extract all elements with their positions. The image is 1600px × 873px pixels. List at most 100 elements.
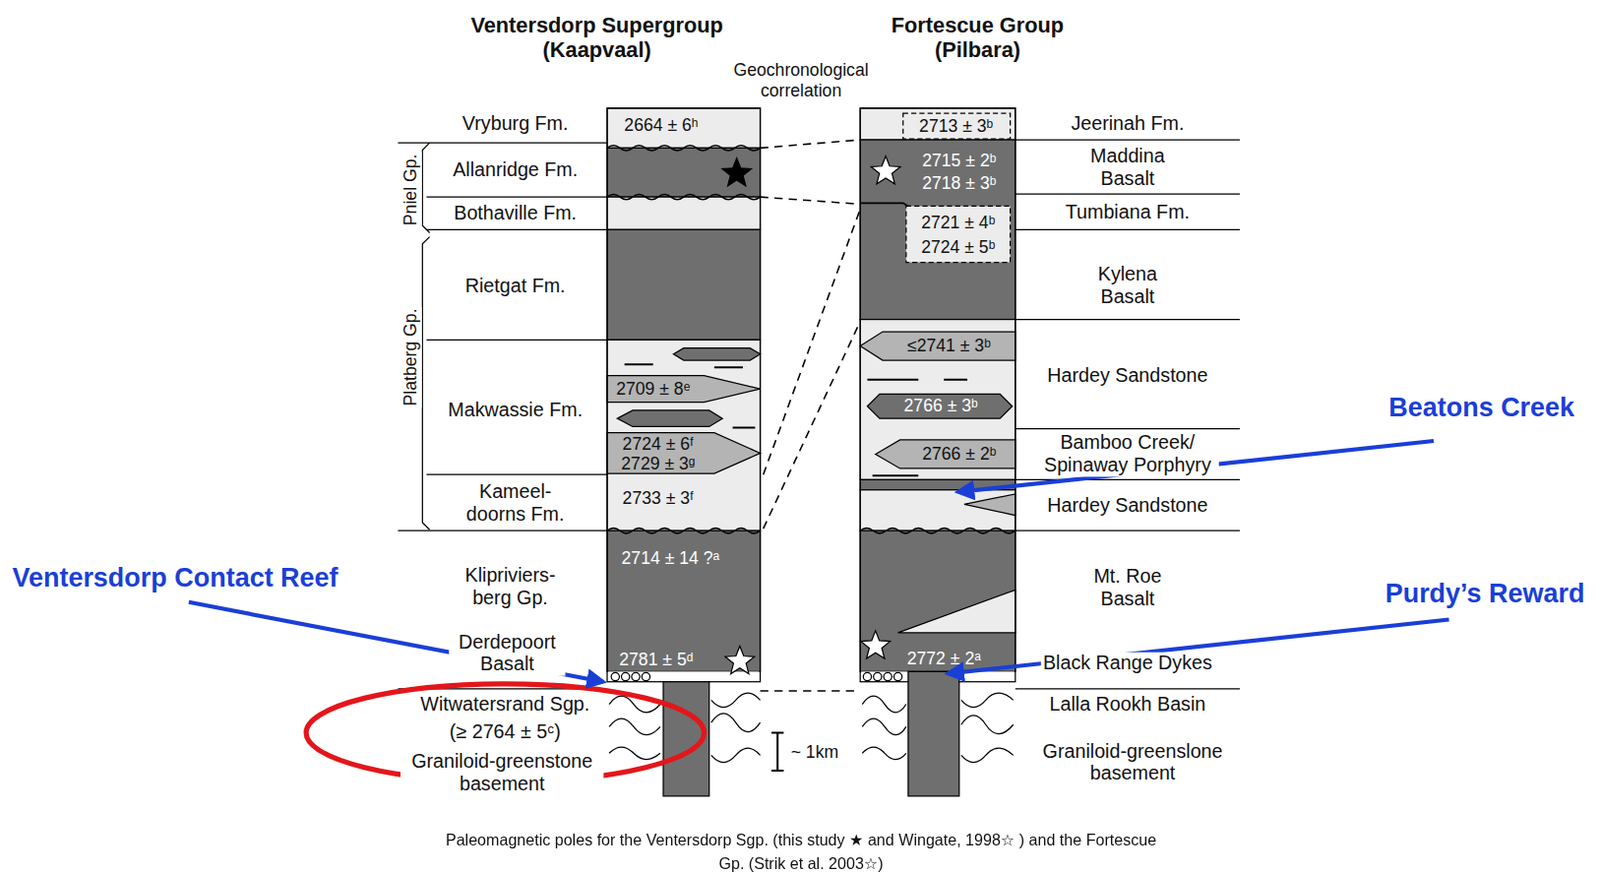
formation-name: Kameel- doorns Fm.	[459, 481, 571, 526]
ventersdorp-column	[608, 671, 759, 681]
fortescue-column	[893, 672, 902, 680]
column-heading: Ventersdorp Supergroup (Kaapvaal)	[448, 12, 745, 62]
paleomagnetic-star	[725, 645, 755, 674]
formation-name: Derdepoort Basalt	[448, 630, 565, 676]
fortescue-column	[866, 393, 1012, 419]
ventersdorp-column	[616, 410, 723, 428]
formation-name: Kylena Basalt	[1079, 263, 1175, 308]
fortescue-column	[860, 528, 1016, 534]
ventersdorp-column	[607, 108, 761, 148]
fortescue-column	[898, 589, 1016, 633]
formation-divider	[1015, 192, 1240, 194]
formation-divider	[1015, 530, 1240, 532]
scale-bar	[771, 733, 784, 771]
fortescue-column	[860, 530, 1016, 672]
formation-name: Tumbiana Fm.	[1063, 200, 1192, 224]
formation-name: Bothaville Fm.	[451, 201, 579, 225]
ventersdorp-column	[607, 147, 761, 197]
age-label: 2724 ± 6ᶠ	[622, 434, 695, 453]
formation-divider	[426, 339, 608, 341]
age-label: 2715 ± 2ᵇ	[922, 151, 996, 170]
formation-name: Graniloid-greenslone basement	[1028, 739, 1237, 785]
formation-name: Hardey Sandstone	[1045, 493, 1210, 517]
fortescue-column	[964, 493, 1016, 516]
age-label: 2766 ± 2ᵇ	[922, 445, 996, 464]
formation-name: Allanridge Fm.	[450, 159, 580, 183]
ventersdorp-column	[607, 530, 761, 672]
age-label: 2766 ± 3ᵇ	[904, 397, 979, 416]
ventersdorp-column	[607, 432, 761, 474]
correlation-line	[760, 196, 862, 204]
group-name: Pniel Gp.	[401, 152, 422, 229]
ventersdorp-column	[607, 194, 761, 200]
formation-divider	[1015, 479, 1240, 481]
formation-name: Mt. Roe Basalt	[1077, 565, 1179, 611]
formation-name: Klipriviers- berg Gp.	[451, 564, 568, 610]
formation-divider	[1015, 687, 1240, 689]
correlation-line	[760, 689, 862, 692]
age-label: 2713 ± 3ᵇ	[919, 118, 993, 136]
age-label: 2724 ± 5ᵇ	[921, 238, 995, 256]
ventersdorp-column	[611, 672, 619, 680]
callout-arrow	[188, 602, 604, 682]
ventersdorp-column	[607, 375, 761, 403]
ventersdorp-column	[641, 672, 650, 680]
callout-arrow	[947, 618, 1449, 674]
fortescue-column	[860, 108, 1016, 797]
group-bracket	[422, 142, 430, 530]
fortescue-column	[903, 113, 1011, 139]
callout-label: Ventersdorp Contact Reef	[9, 562, 340, 594]
age-label: 2781 ± 5ᵈ	[618, 650, 693, 669]
ventersdorp-column	[621, 672, 630, 680]
fortescue-column	[860, 319, 1016, 481]
column-heading: Fortescue Group (Pilbara)	[875, 12, 1080, 62]
fortescue-column	[860, 139, 1016, 320]
formation-name: Vryburg Fm.	[460, 112, 571, 135]
formation-name: Hardey Sandstone	[1045, 364, 1210, 387]
age-label: 2721 ± 4ᵇ	[921, 213, 995, 232]
ventersdorp-column	[607, 528, 761, 534]
formation-name: Rietgat Fm.	[463, 274, 568, 298]
paleomagnetic-star	[870, 156, 901, 185]
formation-divider	[397, 139, 1240, 689]
group-bracket	[422, 142, 430, 530]
age-label: 2733 ± 3ᶠ	[622, 489, 695, 507]
ventersdorp-column	[607, 229, 761, 340]
formation-name: Graniloid-greenstone basement	[400, 749, 604, 795]
ventersdorp-column	[631, 672, 640, 680]
group-name: Platberg Gp.	[401, 306, 422, 408]
formation-divider	[1015, 428, 1240, 430]
correlation-line	[760, 139, 862, 691]
formation-divider	[1015, 138, 1240, 140]
ventersdorp-column	[607, 108, 761, 682]
age-label: 2772 ± 2ᵃ	[907, 649, 982, 668]
age-label: 2718 ± 3ᵇ	[922, 175, 996, 193]
correlation-line	[763, 321, 862, 530]
formation-divider	[1015, 229, 1240, 231]
fortescue-column	[860, 331, 1016, 361]
ventersdorp-column	[607, 196, 761, 230]
ventersdorp-column	[607, 339, 761, 531]
age-label: 2709 ± 8ᵉ	[615, 379, 690, 398]
correlation-heading: Geochronological correlation	[716, 61, 885, 102]
formation-name: Witwatersrand Sgp.	[418, 692, 592, 716]
fortescue-column	[860, 490, 1016, 531]
paleomagnetic-star	[722, 158, 752, 186]
age-label: 2664 ± 6ʰ	[623, 117, 698, 135]
ventersdorp-column	[607, 145, 761, 151]
fortescue-column	[860, 108, 1016, 140]
fortescue-column	[873, 672, 882, 680]
paleomagnetic-star	[861, 630, 891, 659]
fortescue-column	[875, 439, 1016, 469]
fortescue-column	[906, 205, 1011, 262]
formation-name: Makwassie Fm.	[445, 399, 585, 423]
scale-bar	[771, 733, 784, 771]
fortescue-column	[908, 671, 960, 797]
formation-name: Lalla Rookh Basin	[1046, 692, 1208, 716]
formation-divider	[1015, 318, 1240, 320]
formation-name: Black Range Dykes	[1041, 652, 1215, 676]
callout-label: Beatons Creek	[1386, 392, 1577, 424]
figure-caption: Paleomagnetic poles for the Ventersdorp …	[443, 828, 1159, 873]
correlation-line	[763, 209, 862, 476]
ventersdorp-column	[673, 348, 760, 361]
